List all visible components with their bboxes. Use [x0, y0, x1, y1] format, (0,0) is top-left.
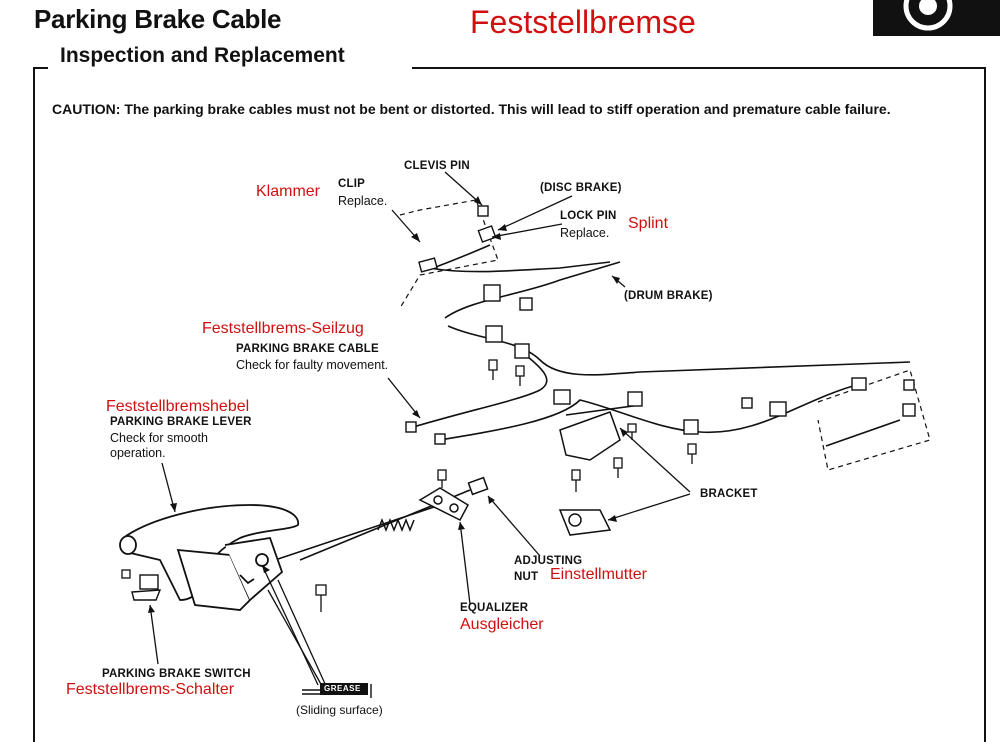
drum-brake-label: (DRUM BRAKE)	[624, 290, 713, 302]
page-title: Parking Brake Cable	[34, 4, 282, 34]
switch-label: PARKING BRAKE SWITCH	[102, 668, 251, 680]
leader-lines	[149, 171, 691, 687]
grease-symbol	[302, 683, 372, 698]
leader-arrowheads	[148, 196, 628, 613]
caution-note: CAUTION: The parking brake cables must n…	[52, 101, 891, 117]
grease-label: GREASE	[324, 684, 361, 693]
page-title-translation: Feststellbremse	[470, 4, 696, 40]
adjusting-nut-label-translation: Einstellmutter	[550, 566, 647, 583]
sliding-surface-label: (Sliding surface)	[296, 703, 383, 717]
detail-box-right	[817, 369, 931, 471]
bolts	[121, 359, 697, 612]
disc-brake-label: (DISC BRAKE)	[540, 182, 622, 194]
lever-label-translation: Feststellbremshebel	[106, 398, 250, 415]
equalizer	[418, 476, 489, 521]
section-heading: Inspection and Replacement	[60, 44, 345, 67]
lever-note-line-1: Check for smooth	[110, 431, 208, 445]
clevis-pin-label: CLEVIS PIN	[404, 160, 470, 172]
cable-note: Check for faulty movement.	[236, 358, 389, 372]
adjusting-nut-label-line-1: ADJUSTING	[514, 555, 583, 567]
bracket	[558, 411, 621, 536]
cable-label: PARKING BRAKE CABLE	[236, 343, 379, 355]
clip-note: Replace.	[338, 194, 388, 208]
parking-brake-switch-part	[131, 574, 162, 601]
lock-pin-label-translation: Splint	[628, 215, 669, 232]
equalizer-label-translation: Ausgleicher	[460, 616, 544, 633]
lever-note-line-2: operation.	[110, 446, 166, 460]
spring	[377, 517, 415, 533]
switch-label-translation: Feststellbrems-Schalter	[66, 681, 235, 698]
clip-label: CLIP	[338, 178, 365, 190]
brake-disc-icon	[873, 0, 1000, 36]
clip-label-translation: Klammer	[256, 183, 321, 200]
cable-fittings	[405, 205, 916, 445]
lock-pin-note: Replace.	[560, 226, 610, 240]
brake-cables	[274, 244, 911, 561]
section-frame	[33, 67, 986, 742]
lock-pin-label: LOCK PIN	[560, 210, 617, 222]
bracket-label: BRACKET	[700, 488, 758, 500]
adjusting-nut-label-line-2: NUT	[514, 571, 539, 583]
equalizer-label: EQUALIZER	[460, 602, 529, 614]
cable-label-translation: Feststellbrems-Seilzug	[202, 320, 364, 337]
parking-brake-lever	[119, 504, 299, 611]
lever-label: PARKING BRAKE LEVER	[110, 416, 252, 428]
